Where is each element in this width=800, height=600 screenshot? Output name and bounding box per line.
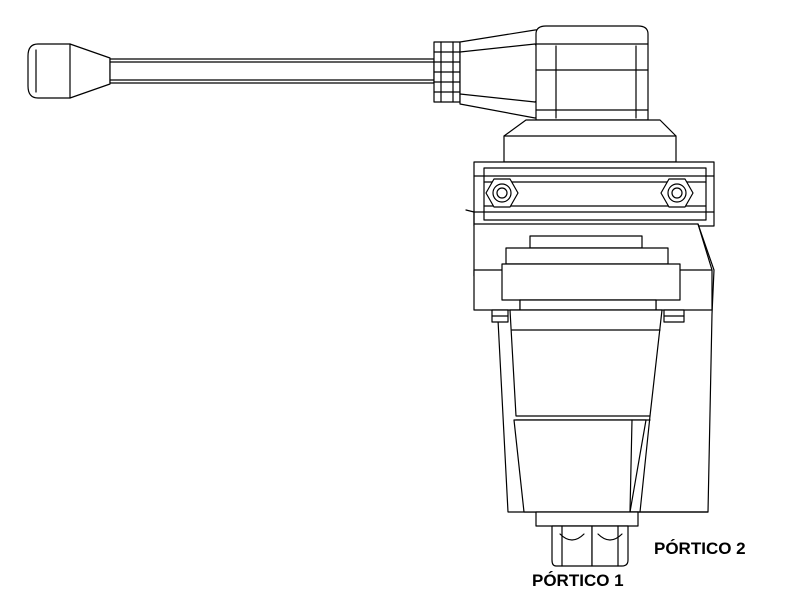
lever-knob [27,43,111,99]
bottom-base [535,511,639,527]
top-cap [535,25,649,121]
lever-handle [27,43,435,99]
port-2-label: PÓRTICO 2 [654,539,746,558]
lever-rod [109,58,435,84]
port-1-fitting [551,525,593,567]
lever-hex-nut [433,41,461,103]
port-1-label: PÓRTICO 1 [532,571,624,590]
bolt-right [660,178,694,208]
cap-flange [503,119,677,163]
bolt-left [485,178,519,208]
lower-body [509,309,663,513]
collar [473,235,713,311]
stud-left [491,309,509,323]
port-2-fitting [591,525,629,567]
body-side-panel [629,223,713,513]
stud-right [663,309,685,323]
